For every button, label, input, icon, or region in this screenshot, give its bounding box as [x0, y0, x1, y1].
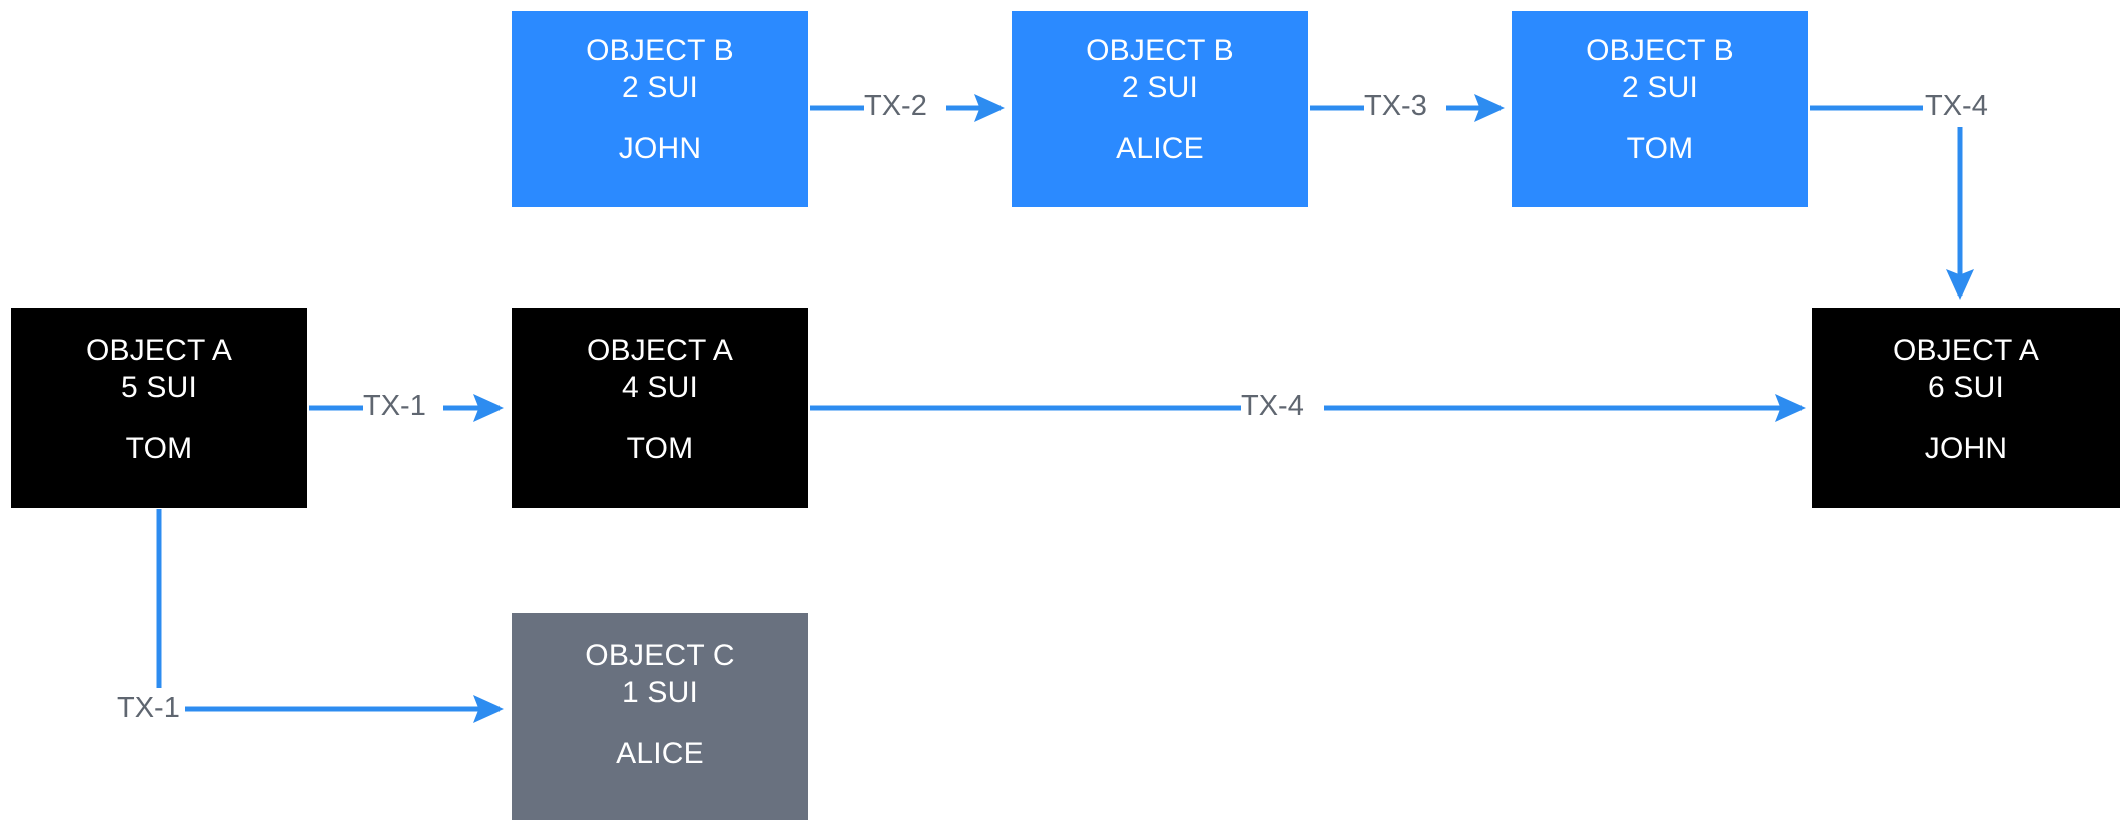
edge-tx-1-to-object-c: [156, 509, 504, 723]
node-owner: JOHN: [618, 132, 702, 166]
edge-label-tx-1-to-object-c: TX-1: [117, 692, 180, 724]
edge-label-tx-1-to-object-a: TX-1: [363, 390, 426, 422]
node-owner: TOM: [125, 432, 193, 466]
edge-label-tx-4-from-object-a: TX-4: [1241, 390, 1304, 422]
node-owner: TOM: [1626, 132, 1694, 166]
node-owner: JOHN: [1924, 432, 2008, 466]
edge-label-tx-3: TX-3: [1364, 90, 1427, 122]
node-owner: TOM: [626, 432, 694, 466]
edge-label-tx-4-from-object-b: TX-4: [1925, 90, 1988, 122]
edge-tx-4-from-object-b: [1810, 105, 1974, 300]
node-owner: ALICE: [1116, 132, 1204, 166]
edge-label-tx-2: TX-2: [864, 90, 927, 122]
node-owner: ALICE: [616, 737, 704, 771]
